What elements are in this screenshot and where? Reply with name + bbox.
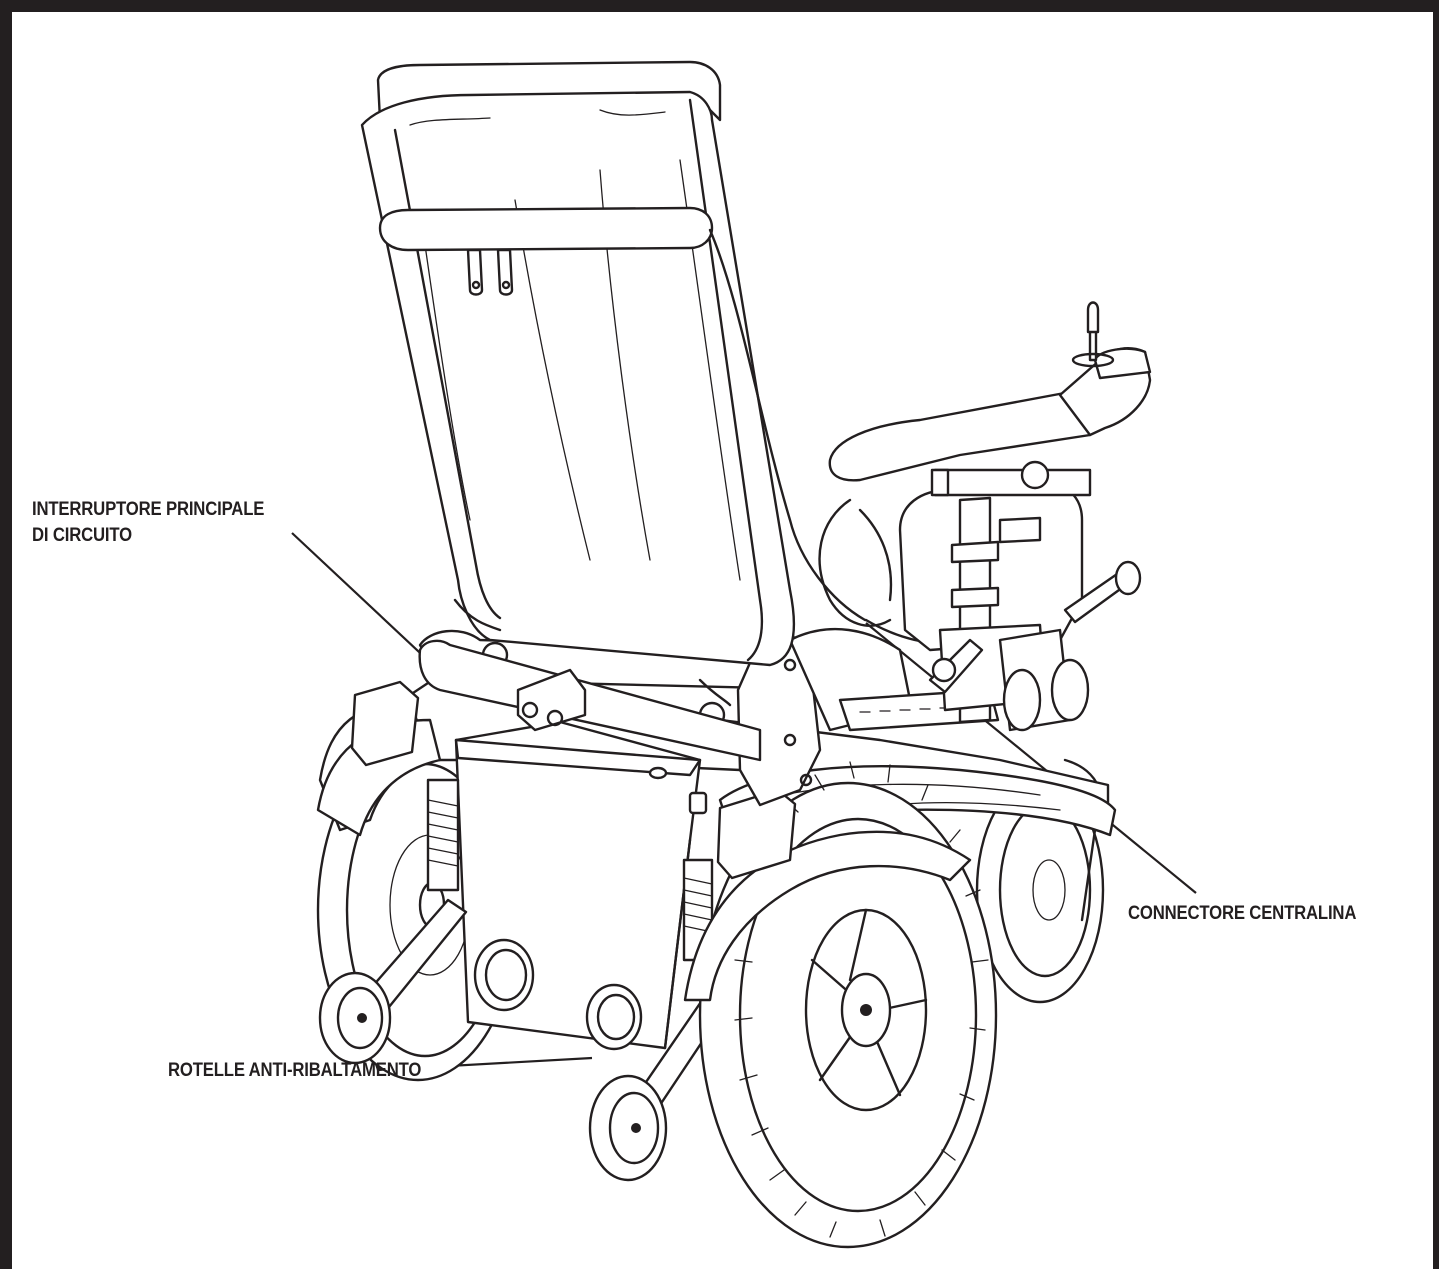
label-main-circuit-breaker: INTERRUPTORE PRINCIPALE DI CIRCUITO [32,497,264,549]
battery-box [454,720,708,1051]
label-main-breaker-line1: INTERRUPTORE PRINCIPALE [32,499,265,520]
label-controller-connector: CONNECTORE CENTRALINA [1128,901,1356,927]
suspension-springs [426,778,714,962]
label-anti-tip-wheels: ROTELLE ANTI-RIBALTAMENTO [168,1058,421,1084]
tilt-lever [1063,560,1142,624]
cross-tube [418,639,762,762]
armrest-assembly [828,301,1152,732]
rear-lights [350,680,797,880]
left-anti-tip [318,898,468,1065]
leader-controller-connector [865,622,1197,894]
label-anti-tip-wheels-text: ROTELLE ANTI-RIBALTAMENTO [168,1060,422,1081]
backrest [360,60,796,729]
label-main-breaker-line2: DI CIRCUITO [32,525,132,546]
label-controller-connector-text: CONNECTORE CENTRALINA [1128,903,1357,924]
main-breaker-button [648,766,668,780]
